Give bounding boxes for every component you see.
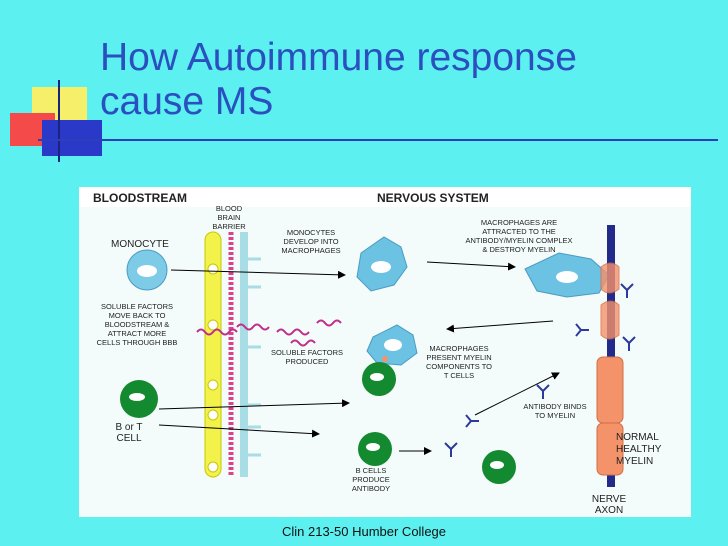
macrophage-nucleus-presenting	[384, 339, 402, 351]
arrow-bcell-to-produce	[158, 424, 320, 438]
nerve-axon	[607, 225, 615, 487]
develop-line-1: MONOCYTES	[287, 228, 335, 237]
bbb-ticks	[248, 257, 261, 457]
myelin-segments	[596, 262, 624, 476]
present-line-1: MACROPHAGES	[429, 344, 488, 353]
present-line-2: PRESENT MYELIN	[426, 353, 491, 362]
nerve-line-2: AXON	[595, 505, 623, 516]
bbb-line-1: BLOOD	[216, 204, 243, 213]
title-underline	[38, 139, 718, 141]
develop-line-2: DEVELOP INTO	[283, 237, 338, 246]
attracted-line-4: & DESTROY MYELIN	[482, 245, 555, 254]
bbb-line-3: BARRIER	[212, 222, 246, 231]
label-monocyte: MONOCYTE	[111, 239, 169, 250]
soluble-factor-waves	[196, 319, 342, 347]
macrophage-nucleus-destroying	[556, 271, 578, 283]
arrow-monocyte-to-macrophage	[170, 269, 346, 279]
bbb-blue-column	[240, 232, 248, 477]
soluble-back-line-1: SOLUBLE FACTORS	[101, 302, 173, 311]
label-soluble-back: SOLUBLE FACTORS MOVE BACK TO BLOODSTREAM…	[97, 302, 178, 347]
arrow-tcell-to-presenting	[158, 399, 350, 410]
t-cell-center-nucleus	[370, 373, 384, 381]
normal-line-3: MYELIN	[616, 456, 653, 467]
label-b-cells-produce: B CELLS PRODUCE ANTIBODY	[352, 466, 390, 493]
label-bbb: BLOOD BRAIN BARRIER	[212, 204, 246, 231]
soluble-back-line-4: ATTRACT MORE	[108, 329, 166, 338]
arrow-axon-to-presenting	[446, 320, 554, 333]
soluble-back-line-2: MOVE BACK TO	[109, 311, 166, 320]
produce-line-2: PRODUCE	[352, 475, 390, 484]
myelin-fragment	[382, 356, 388, 362]
soluble-produced-line-2: PRODUCED	[286, 357, 330, 366]
label-monocytes-develop: MONOCYTES DEVELOP INTO MACROPHAGES	[281, 228, 340, 255]
normal-line-1: NORMAL	[616, 432, 659, 443]
soluble-back-line-5: CELLS THROUGH BBB	[97, 338, 178, 347]
slide-title: How Autoimmune response cause MS	[100, 36, 700, 124]
label-bloodstream: BLOODSTREAM	[93, 191, 187, 205]
bbb-cells	[207, 263, 219, 473]
develop-line-3: MACROPHAGES	[281, 246, 340, 255]
label-b-or-t: B or T CELL	[115, 422, 142, 444]
present-line-3: COMPONENTS TO	[426, 362, 492, 371]
bbb-line-2: BRAIN	[218, 213, 241, 222]
nerve-line-1: NERVE	[592, 494, 627, 505]
attracted-line-3: ANTIBODY/MYELIN COMPLEX	[465, 236, 572, 245]
free-antibodies	[444, 384, 550, 457]
antibodies-on-axon	[575, 283, 636, 351]
arrow-to-destroy	[426, 261, 516, 271]
deco-vertical-rule	[58, 80, 60, 162]
arrow-antibody-to-myelin	[474, 372, 560, 416]
antibody-binds-line-2: TO MYELIN	[535, 411, 575, 420]
label-soluble-produced: SOLUBLE FACTORS PRODUCED	[271, 348, 343, 366]
soluble-produced-line-1: SOLUBLE FACTORS	[271, 348, 343, 357]
label-macrophages-present: MACROPHAGES PRESENT MYELIN COMPONENTS TO…	[426, 344, 492, 380]
soluble-back-line-3: BLOODSTREAM &	[105, 320, 170, 329]
b-cell-plasma-nucleus	[366, 443, 380, 451]
title-line-2: cause MS	[100, 80, 274, 123]
label-nerve-axon: NERVE AXON	[592, 494, 627, 516]
macrophage-nucleus-1	[371, 261, 391, 273]
produce-line-1: B CELLS	[356, 466, 387, 475]
b-cell-right-nucleus	[490, 461, 504, 469]
label-nervous-system: NERVOUS SYSTEM	[377, 191, 489, 205]
label-antibody-binds: ANTIBODY BINDS TO MYELIN	[523, 402, 586, 420]
label-normal-myelin: NORMAL HEALTHY MYELIN	[616, 432, 662, 467]
produce-line-3: ANTIBODY	[352, 484, 390, 493]
normal-line-2: HEALTHY	[616, 444, 662, 455]
present-line-4: T CELLS	[444, 371, 474, 380]
label-macrophages-attracted: MACROPHAGES ARE ATTRACTED TO THE ANTIBOD…	[465, 218, 572, 254]
diagram-svg: BLOODSTREAM NERVOUS SYSTEM BLOOD BRAIN B…	[79, 191, 691, 517]
title-line-1: How Autoimmune response	[100, 36, 577, 79]
ms-autoimmune-diagram: BLOODSTREAM NERVOUS SYSTEM BLOOD BRAIN B…	[79, 187, 691, 517]
monocyte-nucleus	[137, 265, 157, 277]
b-or-t-line-2: CELL	[116, 433, 141, 444]
deco-blue-square	[42, 120, 102, 156]
footer-text: Clin 213-50 Humber College	[281, 524, 447, 539]
attracted-line-1: MACROPHAGES ARE	[481, 218, 557, 227]
antibody-binds-line-1: ANTIBODY BINDS	[523, 402, 586, 411]
attracted-line-2: ATTRACTED TO THE	[482, 227, 556, 236]
b-or-t-nucleus	[129, 393, 145, 401]
b-or-t-line-1: B or T	[115, 422, 142, 433]
